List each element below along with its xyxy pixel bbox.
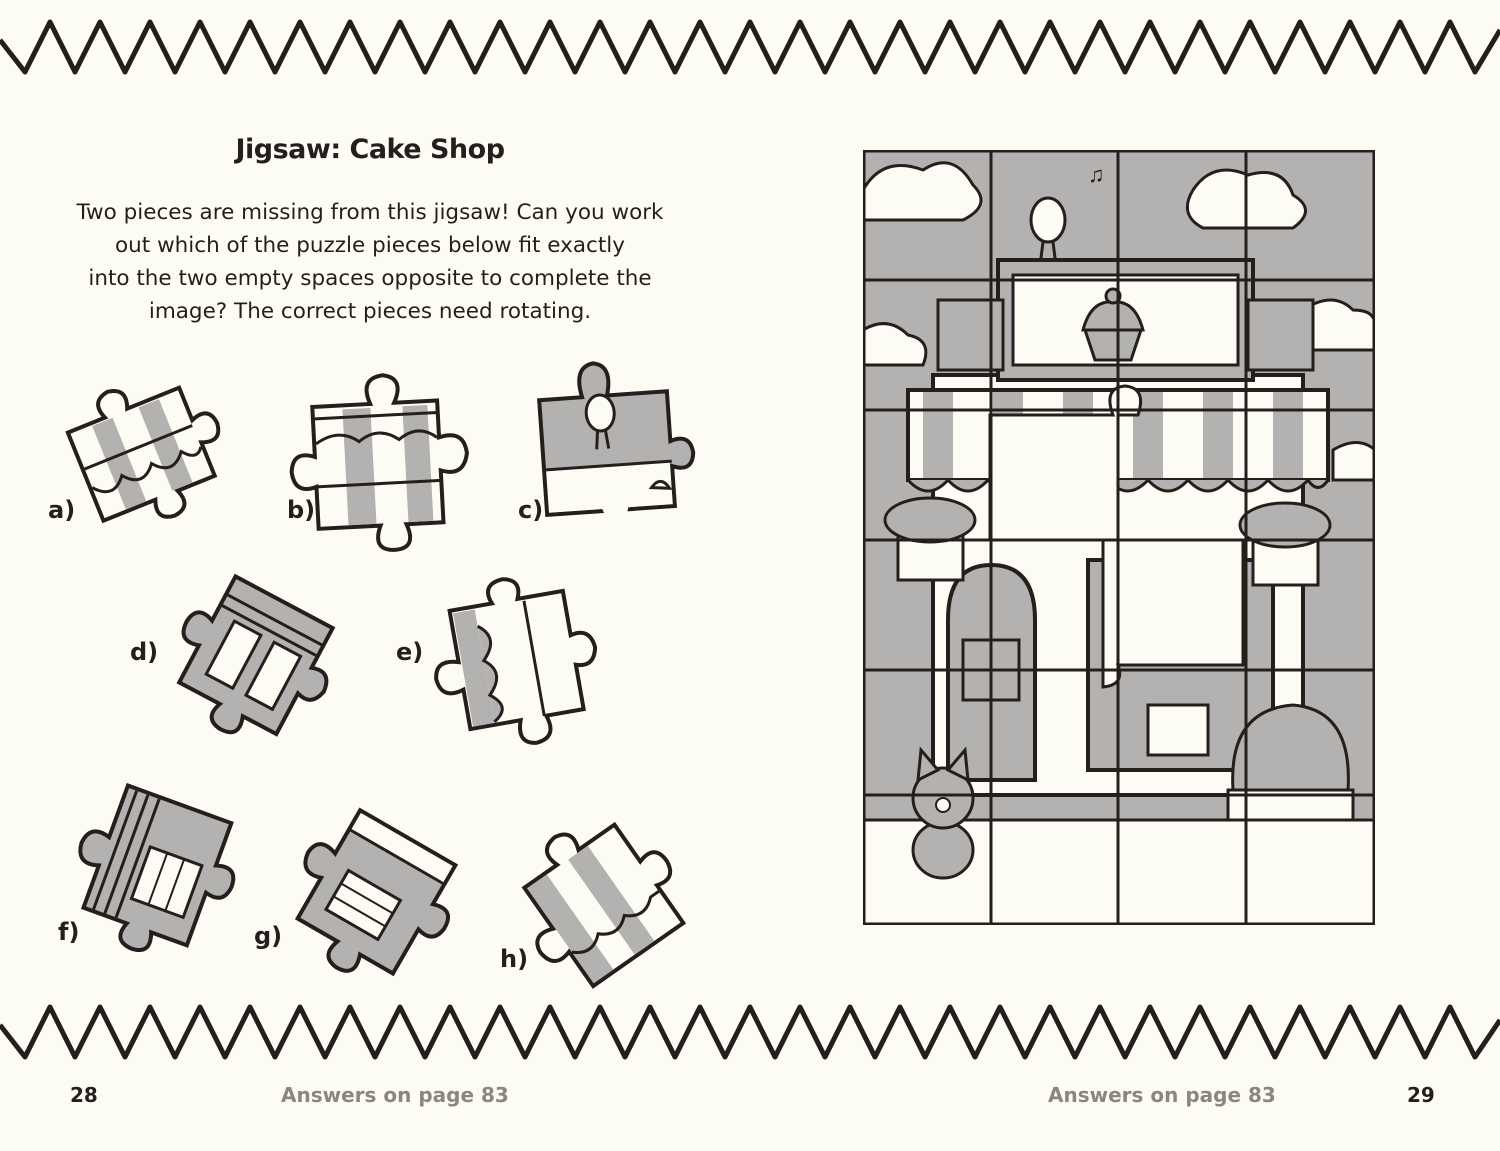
piece-label-a: a) xyxy=(48,496,76,524)
flower-pot-icon xyxy=(1238,501,1332,587)
piece-label-h: h) xyxy=(500,945,529,973)
answers-note-left: Answers on page 83 xyxy=(281,1083,509,1107)
cake-icon xyxy=(1146,703,1210,757)
piece-f[interactable] xyxy=(60,780,250,965)
piece-a[interactable] xyxy=(50,360,240,540)
piece-label-g: g) xyxy=(254,922,283,950)
page-number-left: 28 xyxy=(70,1083,98,1107)
bird-icon xyxy=(1029,196,1067,259)
jigsaw-puzzle: ♫ xyxy=(863,150,1375,925)
piece-label-f: f) xyxy=(58,918,80,946)
page-number-right: 29 xyxy=(1407,1083,1435,1107)
zigzag-border-bottom xyxy=(0,1004,1500,1060)
piece-g[interactable] xyxy=(280,800,475,990)
bird-icon xyxy=(584,393,616,433)
cake-icon xyxy=(323,868,403,942)
page-title: Jigsaw: Cake Shop xyxy=(235,134,505,165)
piece-c[interactable] xyxy=(530,350,700,525)
music-note-icon: ♫ xyxy=(1088,162,1105,187)
piece-label-b: b) xyxy=(287,496,316,524)
piece-label-d: d) xyxy=(130,638,159,666)
zigzag-border-top xyxy=(0,19,1500,75)
instructions: Two pieces are missing from this jigsaw!… xyxy=(76,200,664,324)
piece-b[interactable] xyxy=(285,355,495,560)
answers-note-right: Answers on page 83 xyxy=(1048,1083,1276,1107)
cupcake-icon xyxy=(1081,287,1145,362)
piece-h[interactable] xyxy=(510,815,700,1000)
piece-label-c: c) xyxy=(518,496,544,524)
piece-d[interactable] xyxy=(160,565,350,750)
flower-pot-icon xyxy=(883,496,977,582)
cat-icon xyxy=(911,746,975,880)
piece-e[interactable] xyxy=(425,575,610,755)
piece-label-e: e) xyxy=(396,638,424,666)
